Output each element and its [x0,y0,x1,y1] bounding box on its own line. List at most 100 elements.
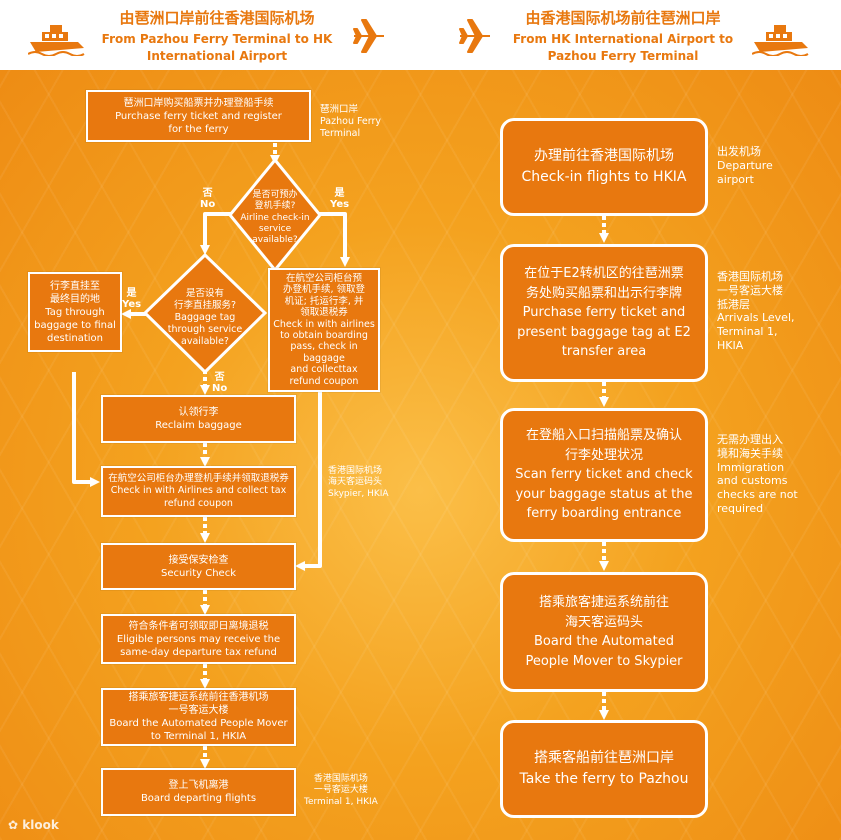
dep-cn: 出发机场 [717,145,761,158]
apm-cn-2: 一号客运大楼 [168,705,229,716]
note-en-1: Pazhou Ferry [320,115,382,127]
airplane-icon [353,19,384,53]
step5-cn: 搭乘客船前往琶洲口岸 [534,750,674,766]
step2-cn-1: 在位于E2转机区的往琶洲票 [524,266,684,282]
t1-cn-2: 一号客运大楼 [313,785,368,796]
airplane-icon [459,19,490,53]
skypier-cn-2: 海天客运码头 [328,477,383,488]
board-en: Board departing flights [140,793,257,804]
arr-en-2: Terminal 1, [717,325,778,338]
purchase-en-2: for the ferry [168,123,229,135]
arr-en-3: HKIA [717,338,744,352]
step4-cn-2: 海天客运码头 [564,614,643,630]
collect-en-2: refund coupon [164,497,233,509]
reclaim-baggage-box: 认领行李 Reclaim baggage [101,395,296,443]
step4-en-1: Board the Automated [534,634,674,649]
decision2-en-2: through service [167,323,243,335]
security-check-box: 接受保安检查 Security Check [101,543,296,590]
note-en-2: Terminal [320,127,361,139]
step2-en-1: Purchase ferry ticket and [522,305,686,321]
board-cn: 登上飞机离港 [168,780,229,791]
arr-cn-2: 一号客运大楼 [717,283,783,297]
step2-en-2: present baggage tag at E2 [517,324,691,340]
security-cn: 接受保安检查 [168,554,229,566]
pazhou-terminal-note: 琶洲口岸 Pazhou Ferry Terminal [320,104,381,140]
yes-en: Yes [330,199,350,210]
no-en: No [212,383,228,394]
decision1-cn-1: 是否可预办 [252,190,298,200]
decision-baggage-text: 是否设有 行李直挂服务? Baggage tag through service… [160,288,250,347]
cc-cn-3: 机证; 托运行李, 并 [284,295,364,307]
collect-cn: 在航空公司柜台办理登机手续并领取退税券 [108,472,289,484]
cc-cn-1: 在航空公司柜台预 [285,273,362,285]
reclaim-cn: 认领行李 [178,407,219,418]
note-cn: 琶洲口岸 [320,104,359,115]
arr-cn-1: 香港国际机场 [717,270,783,283]
decision1-yes-label: 是 Yes [330,188,349,210]
tax-refund-box: 符合条件者可领取即日离境退税 Eligible persons may rece… [101,614,296,664]
step1-cn: 办理前往香港国际机场 [534,148,674,164]
purchase-e2-box: 在位于E2转机区的往琶洲票 务处购买船票和出示行李牌 Purchase ferr… [500,244,708,382]
no-immigration-note: 无需办理出入 境和海关手续 Immigration and customs ch… [717,433,798,516]
no-cn: 否 [202,188,213,199]
checkin-counter-box: 在航空公司柜台预 办登机手续, 领取登 机证; 托运行李, 并 领取退税券 Ch… [268,268,380,392]
decision1-en-3: available? [252,235,298,245]
arr-en-1: Arrivals Level, [717,311,795,325]
right-title-en-1: From HK International Airport to [512,32,734,46]
tag-cn-2: 最终目的地 [50,293,100,305]
skypier-cn-1: 香港国际机场 [328,466,383,476]
departure-airport-note: 出发机场 Departure airport [717,145,773,186]
purchase-cn: 琶洲口岸购买船票并办理登船手续 [123,97,274,109]
imm-en-1: Immigration [717,460,785,474]
ferry-icon [28,25,85,56]
refund-cn: 符合条件者可领取即日离境退税 [128,620,269,632]
step2-cn-2: 务处购买船票和出示行李牌 [525,285,682,301]
decision2-cn-1: 是否设有 [185,288,224,299]
tag-en-1: Tag through [45,306,105,318]
scan-ferry-ticket-box: 在登船入口扫描船票及确认 行李处理状况 Scan ferry ticket an… [500,408,708,542]
board-flight-box: 登上飞机离港 Board departing flights [101,768,296,816]
step4-en-2: People Mover to Skypier [525,653,683,669]
arr-cn-3: 抵港层 [717,297,750,311]
klook-logo: ✿ klook [8,818,59,832]
apm-en-2: to Terminal 1, HKIA [150,731,247,742]
decision1-en-2: service [258,223,292,234]
decision2-yes-label: 是 Yes [122,288,141,310]
security-en: Security Check [160,567,236,579]
klook-logo-icon: ✿ [8,818,19,832]
step4-cn-1: 搭乘旅客捷运系统前往 [538,595,669,610]
left-title: 由琶洲口岸前往香港国际机场 From Pazhou Ferry Terminal… [92,10,342,65]
cc-cn-4: 领取退税券 [300,307,348,319]
reclaim-en: Reclaim baggage [155,420,242,431]
yes-en: Yes [122,299,142,310]
imm-cn-2: 境和海关手续 [717,446,783,460]
cc-en-3: pass, check in baggage [290,341,358,364]
klook-logo-text: klook [22,818,59,832]
tag-en-3: destination [46,332,104,344]
left-title-en-1: From Pazhou Ferry Terminal to HK [101,32,333,46]
left-title-en-2: International Airport [146,49,288,63]
dep-en-2: airport [717,172,754,186]
decision2-no-label: 否 No [212,372,227,394]
apm-cn-1: 搭乘旅客捷运系统前往香港机场 [128,692,269,703]
dep-en-1: Departure [717,158,773,172]
tag-cn-1: 行李直挂至 [50,280,100,292]
step3-en-2: your baggage status at the [515,486,693,502]
cc-en-2: to obtain boarding [280,330,368,341]
step5-en: Take the ferry to Pazhou [519,771,689,787]
refund-en-1: Eligible persons may receive the [116,633,281,645]
t1-en: Terminal 1, HKIA [304,796,378,807]
cc-en-4: and collecttax [290,364,358,376]
tag-en-2: baggage to final [34,319,116,331]
step1-en: Check-in flights to HKIA [521,169,687,185]
yes-cn: 是 [334,188,345,199]
ferry-icon [752,25,809,56]
cc-en-1: Check in with airlines [273,318,375,330]
header: 由琶洲口岸前往香港国际机场 From Pazhou Ferry Terminal… [0,0,841,70]
purchase-ferry-ticket-box: 琶洲口岸购买船票并办理登船手续 Purchase ferry ticket an… [86,90,311,142]
right-title: 由香港国际机场前往琶洲口岸 From HK International Airp… [498,10,748,65]
step3-en-1: Scan ferry ticket and check [515,467,693,483]
collect-en-1: Check in with Airlines and collect tax [110,485,287,497]
step3-en-3: ferry boarding entrance [526,506,682,522]
